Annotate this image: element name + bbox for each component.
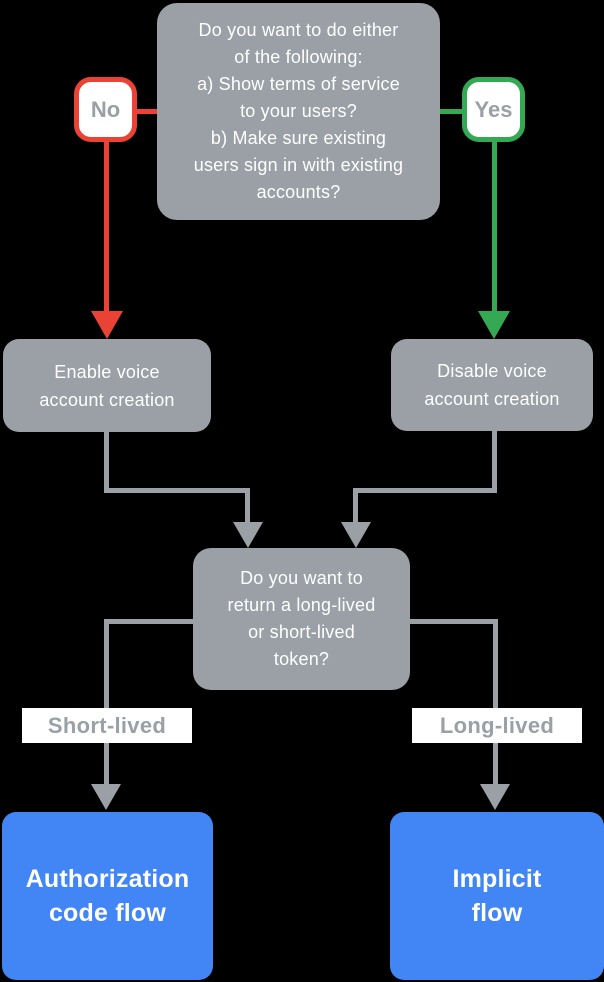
disable-to-token-connector-line (353, 488, 358, 524)
long-lived-connector-line (493, 619, 498, 785)
long-lived-edge-label: Long-lived (412, 708, 582, 743)
question-text-line: accounts? (256, 182, 341, 202)
gray-arrowhead-down-icon (233, 522, 263, 548)
no-branch-connector-line (104, 140, 109, 312)
gray-arrowhead-down-icon (480, 784, 510, 810)
question-text-line: Do you want to do either (198, 20, 399, 40)
question-text-line: b) Make sure existing (210, 128, 387, 148)
implicit-flow-node: Implicit flow (390, 812, 604, 980)
no-badge-label: No (90, 96, 121, 122)
edge-label-text: Short-lived (47, 712, 167, 738)
question-text-line: or short-lived (248, 622, 355, 642)
disable-to-token-connector-line (353, 488, 497, 493)
enable-to-token-connector-line (104, 430, 109, 493)
short-lived-edge-label: Short-lived (22, 708, 192, 743)
token-lifetime-question-node: Do you want to return a long-lived or sh… (193, 548, 410, 690)
disable-voice-account-creation-node: Disable voice account creation (391, 339, 593, 431)
node-text-line: account creation (39, 389, 175, 410)
short-lived-connector-line (104, 619, 195, 624)
terminal-text-line: Implicit (452, 865, 542, 893)
enable-voice-account-creation-node: Enable voice account creation (3, 339, 211, 432)
question-text-line: token? (273, 649, 330, 669)
question-text-line: users sign in with existing (193, 155, 404, 175)
edge-label-text: Long-lived (439, 712, 555, 738)
authorization-code-flow-node: Authorization code flow (2, 812, 213, 980)
yes-branch-connector-line (440, 109, 464, 114)
disable-to-token-connector-line (492, 430, 497, 493)
question-text-line: return a long-lived (227, 595, 376, 615)
node-text-line: Enable voice (54, 361, 160, 382)
no-branch-connector-line (137, 109, 159, 114)
question-text-line: of the following: (234, 47, 363, 67)
enable-to-token-connector-line (104, 488, 250, 493)
question-text-line: a) Show terms of service (197, 74, 400, 94)
yes-branch-connector-line (492, 140, 497, 312)
enable-to-token-connector-line (245, 488, 250, 524)
long-lived-connector-line (408, 619, 498, 624)
terminal-text-line: code flow (48, 899, 167, 927)
node-text-line: account creation (424, 389, 560, 409)
green-arrowhead-down-icon (478, 311, 510, 339)
short-lived-connector-line (104, 619, 109, 785)
terminal-text-line: flow (471, 899, 523, 927)
gray-arrowhead-down-icon (91, 784, 121, 810)
yes-badge-label: Yes (474, 96, 513, 122)
question-text-line: to your users? (240, 101, 357, 121)
red-arrowhead-down-icon (91, 311, 123, 339)
yes-badge: Yes (462, 77, 525, 142)
gray-arrowhead-down-icon (341, 522, 371, 548)
question-text-line: Do you want to (240, 568, 363, 588)
terms-of-service-question-node: Do you want to do either of the followin… (157, 3, 440, 220)
terminal-text-line: Authorization (25, 865, 190, 893)
node-text-line: Disable voice (437, 361, 547, 381)
no-badge: No (74, 77, 137, 142)
